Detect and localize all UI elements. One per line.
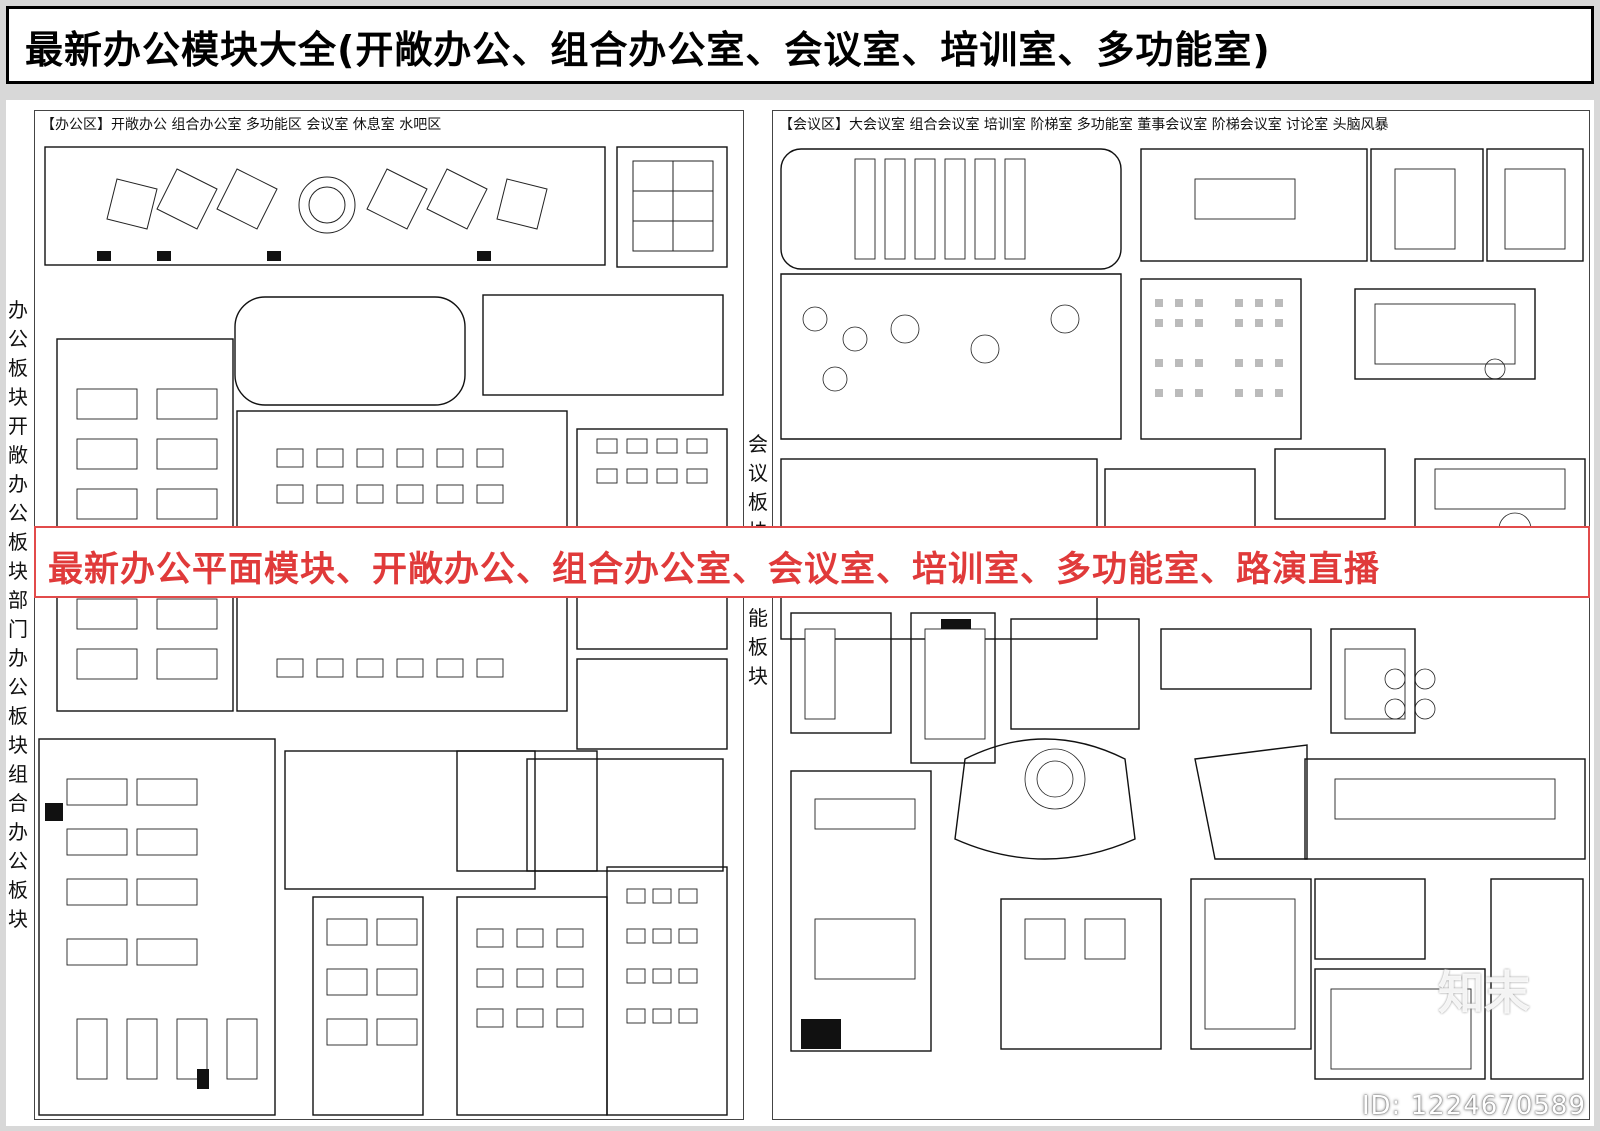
meeting-panel: 【会议区】大会议室 组合会议室 培训室 阶梯室 多功能室 董事会议室 阶梯会议室… <box>772 110 1590 1120</box>
office-side-label: 办公板块 开敞办公板块 部门办公板块 组合办公板块 <box>8 298 28 931</box>
page-title: 最新办公模块大全(开敞办公、组合办公室、会议室、培训室、多功能室) <box>25 28 1271 72</box>
office-floor-plans <box>38 146 728 1116</box>
promo-banner: 最新办公平面模块、开敞办公、组合办公室、会议室、培训室、多功能室、路演直播 <box>34 526 1590 598</box>
meeting-panel-header: 【会议区】大会议室 组合会议室 培训室 阶梯室 多功能室 董事会议室 阶梯会议室… <box>779 117 1389 133</box>
meeting-floor-plans <box>780 148 1586 1080</box>
office-panel: 【办公区】开敞办公 组合办公室 多功能区 会议室 休息室 水吧区 <box>34 110 744 1120</box>
drawing-sheet: 【办公区】开敞办公 组合办公室 多功能区 会议室 休息室 水吧区 <box>6 100 1594 1126</box>
image-id-label: ID: 1224670589 <box>1361 1091 1586 1121</box>
promo-banner-text: 最新办公平面模块、开敞办公、组合办公室、会议室、培训室、多功能室、路演直播 <box>48 550 1381 590</box>
office-panel-header: 【办公区】开敞办公 组合办公室 多功能区 会议室 休息室 水吧区 <box>41 117 442 133</box>
watermark-logo: 知末 <box>1438 966 1530 1020</box>
title-bar: 最新办公模块大全(开敞办公、组合办公室、会议室、培训室、多功能室) <box>6 6 1594 84</box>
